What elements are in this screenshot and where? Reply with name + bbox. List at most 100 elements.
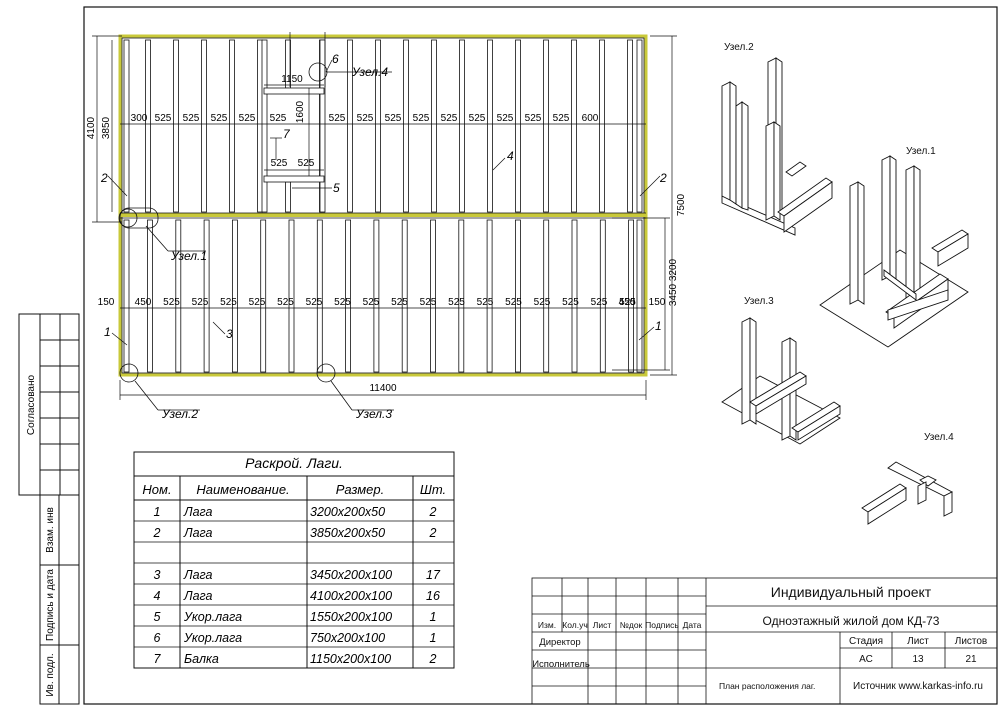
dim-top-label: 300	[131, 113, 148, 124]
dim-bottom-label: 525	[192, 297, 209, 308]
stamp-label-signature: Подпись и дата	[45, 569, 56, 641]
dim-bottom-label: 525	[619, 297, 636, 308]
dim-total-width: 11400	[369, 383, 397, 394]
joist-top	[487, 39, 493, 213]
node-box-1	[119, 207, 159, 229]
dim-bottom-label: 150	[98, 297, 115, 308]
joist-bottom	[345, 219, 352, 373]
node-label-2: Узел.2	[161, 407, 198, 421]
cut-cell-qty: 1	[430, 631, 437, 645]
joist-bottom	[458, 219, 465, 373]
tb-drawing-name: План расположения лаг.	[719, 681, 815, 691]
cut-cell-size: 1150x200x100	[310, 652, 391, 666]
cut-cell-size: 1550x200x100	[310, 610, 392, 624]
cut-col-name: Наименование.	[196, 482, 289, 497]
opening-trimmer-top	[263, 87, 325, 95]
cut-cell-num: 2	[153, 526, 161, 540]
joist-top	[571, 39, 577, 213]
tb-stage: АС	[859, 654, 873, 665]
dim-left-inner: 3850	[101, 116, 112, 139]
dim-top-label: 525	[270, 113, 287, 124]
joist-bottom	[543, 219, 550, 373]
dim-top-label: 600	[582, 113, 599, 124]
node-label-3: Узел.3	[355, 407, 392, 421]
joist-top	[431, 39, 437, 213]
tb-sheets: 21	[965, 654, 977, 665]
dim-bottom-label: 525	[363, 297, 380, 308]
tb-hdr-ndoc: №док	[620, 620, 643, 630]
joists-bottom-row	[147, 219, 634, 373]
dim-right-inner: 3200	[668, 258, 679, 281]
dim-top-label: 525	[385, 113, 402, 124]
joist-top	[543, 39, 549, 213]
tb-sheets-label: Листов	[955, 636, 988, 647]
joist-bottom	[373, 219, 380, 373]
callout-1-left: 1	[104, 325, 111, 339]
detail-title-node-2: Узел.2	[724, 42, 754, 53]
cut-cell-qty: 16	[426, 589, 440, 603]
callout-6: 6	[332, 52, 339, 66]
node-circle-2	[119, 363, 139, 383]
dim-bottom-label: 525	[220, 297, 237, 308]
callout-1-right: 1	[655, 319, 662, 333]
floor-opening	[263, 87, 325, 183]
joist-opening-right	[319, 39, 326, 213]
cut-cell-name: Балка	[184, 652, 219, 666]
joist-top	[375, 39, 381, 213]
dim-bottom-label: 525	[391, 297, 408, 308]
cut-col-size: Размер.	[336, 482, 385, 497]
tb-house: Одноэтажный жилой дом КД-73	[763, 614, 940, 628]
cut-cell-size: 3850x200x50	[310, 526, 385, 540]
dim-bottom-label: 525	[306, 297, 323, 308]
dim-opening-inner-2: 525	[298, 158, 315, 169]
tb-hdr-sign: Подпись	[645, 620, 679, 630]
dim-top-label: 525	[553, 113, 570, 124]
dim-right-outer: 3450	[668, 283, 679, 306]
title-block-text: Индивидуальный проект Одноэтажный жилой …	[532, 584, 987, 692]
joist-top	[145, 39, 151, 213]
cut-cell-qty: 2	[429, 652, 437, 666]
node-circles	[118, 62, 394, 411]
dim-bottom-label: 525	[334, 297, 351, 308]
joist-top	[599, 39, 605, 213]
joist-bottom	[401, 219, 408, 373]
callout-7: 7	[283, 127, 291, 141]
stamp-label-replace: Взам. инв	[45, 507, 56, 553]
dim-left-outer: 4100	[86, 116, 97, 139]
tb-project: Индивидуальный проект	[771, 584, 932, 600]
dim-bottom-label: 525	[591, 297, 608, 308]
stamp-label-agreed: Согласовано	[26, 375, 37, 436]
dim-top-label: 525	[413, 113, 430, 124]
cut-cell-name: Лага	[183, 568, 213, 582]
callout-4: 4	[507, 149, 514, 163]
node-label-4: Узел.4	[351, 65, 388, 79]
joist-bottom	[231, 219, 238, 373]
joist-top	[459, 39, 465, 213]
detail-node-3	[721, 317, 841, 445]
joist-plan: 300 525 525 525 525 525 525 525 525 525 525 525 525 5…	[86, 32, 687, 421]
opening-trimmer-bottom	[263, 175, 325, 183]
node-circle-3	[316, 363, 336, 383]
tb-sheet: 13	[912, 654, 924, 665]
node-label-1: Узел.1	[170, 249, 207, 263]
cut-table-row-lines	[134, 520, 454, 648]
tb-hdr-koluch: Кол.уч	[562, 620, 588, 630]
dim-bottom-label: 525	[477, 297, 494, 308]
joist-top	[515, 39, 521, 213]
cut-cell-num: 6	[154, 631, 161, 645]
dim-bottom-label: 450	[135, 297, 152, 308]
joist-bottom	[486, 219, 493, 373]
cut-cell-size: 3450x200x100	[310, 568, 392, 582]
detail-title-node-3: Узел.3	[744, 296, 774, 307]
cut-cell-name: Лага	[183, 505, 213, 519]
cut-cell-num: 3	[154, 568, 161, 582]
cut-table-title: Раскрой. Лаги.	[245, 455, 343, 471]
cut-cell-qty: 2	[429, 526, 437, 540]
tb-sheet-label: Лист	[907, 636, 929, 647]
frame-outline	[118, 34, 648, 377]
cut-cell-name: Лага	[183, 526, 213, 540]
edge-board-left-bottom	[123, 219, 130, 373]
dim-top-label: 525	[357, 113, 374, 124]
